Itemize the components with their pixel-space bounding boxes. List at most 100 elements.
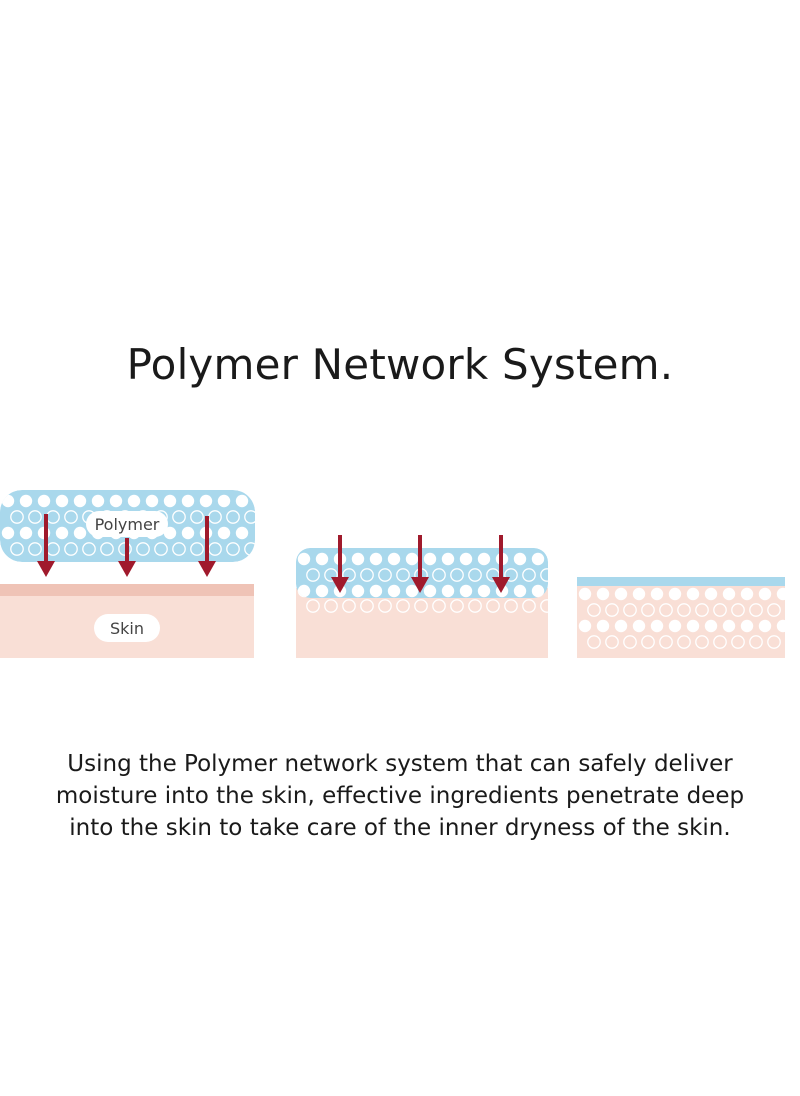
dot — [136, 542, 150, 556]
dot — [423, 584, 437, 598]
dot — [55, 494, 69, 508]
dot — [459, 584, 473, 598]
dot — [450, 568, 464, 582]
dot — [623, 603, 637, 617]
dot — [695, 603, 709, 617]
dot — [686, 619, 700, 633]
dot — [767, 603, 781, 617]
dot — [731, 603, 745, 617]
dot — [190, 542, 204, 556]
dot — [297, 584, 311, 598]
dot — [605, 635, 619, 649]
dot — [315, 584, 329, 598]
dot — [163, 526, 177, 540]
dot — [722, 587, 736, 601]
dot — [235, 494, 249, 508]
dot — [369, 584, 383, 598]
dot — [450, 599, 464, 613]
dot — [776, 619, 785, 633]
dot — [596, 619, 610, 633]
dot — [378, 599, 392, 613]
dot — [749, 635, 763, 649]
dot — [704, 587, 718, 601]
dot — [73, 494, 87, 508]
skin-layer — [296, 588, 548, 658]
stage-polymer-penetrating — [296, 535, 548, 658]
absorbed-dots — [578, 587, 785, 649]
polymer-label: Polymer — [95, 515, 160, 534]
dot — [100, 542, 114, 556]
dot — [659, 603, 673, 617]
dot — [578, 587, 592, 601]
description-line: moisture into the skin, effective ingred… — [55, 783, 745, 809]
arrows — [37, 514, 216, 577]
dot — [423, 552, 437, 566]
dot — [623, 635, 637, 649]
dot — [776, 587, 785, 601]
dot — [531, 552, 545, 566]
down-arrow-icon — [411, 535, 429, 593]
dot — [342, 599, 356, 613]
dot — [713, 635, 727, 649]
arrows — [331, 535, 510, 593]
stage-polymer-above-skin: Polymer Skin — [0, 490, 255, 658]
dot — [306, 568, 320, 582]
dot — [686, 587, 700, 601]
dot — [468, 599, 482, 613]
down-arrow-icon — [492, 535, 510, 593]
dot — [614, 587, 628, 601]
dot — [315, 552, 329, 566]
dot — [19, 526, 33, 540]
dot — [10, 510, 24, 524]
dot — [181, 494, 195, 508]
dot — [758, 619, 772, 633]
dot — [614, 619, 628, 633]
dot — [91, 494, 105, 508]
dot — [226, 542, 240, 556]
dot — [459, 552, 473, 566]
dot — [351, 552, 365, 566]
dot — [64, 510, 78, 524]
dot — [632, 587, 646, 601]
dot — [1, 526, 15, 540]
dot — [758, 587, 772, 601]
dot — [731, 635, 745, 649]
dot — [190, 510, 204, 524]
dot — [605, 603, 619, 617]
dot — [405, 552, 419, 566]
dot — [172, 542, 186, 556]
dot — [522, 568, 536, 582]
dot — [154, 542, 168, 556]
dot — [396, 568, 410, 582]
dot — [540, 599, 548, 613]
dot — [387, 552, 401, 566]
dot — [217, 526, 231, 540]
dot — [596, 587, 610, 601]
dot — [19, 494, 33, 508]
page-title: Polymer Network System. — [126, 340, 674, 389]
skin-surface — [0, 584, 254, 596]
dot — [226, 510, 240, 524]
dot — [181, 526, 195, 540]
dot — [28, 542, 42, 556]
polymer-diagram: Polymer Skin — [0, 490, 785, 658]
dot — [695, 635, 709, 649]
dot — [1, 494, 15, 508]
skin-label: Skin — [110, 619, 144, 638]
dot — [668, 587, 682, 601]
dot — [387, 584, 401, 598]
skin-label-pill — [94, 614, 160, 642]
dot — [82, 542, 96, 556]
dot — [659, 635, 673, 649]
dot — [172, 510, 186, 524]
dot — [677, 603, 691, 617]
dot — [235, 526, 249, 540]
stage-absorbed-into-skin — [577, 577, 785, 658]
dot — [531, 584, 545, 598]
dot — [217, 494, 231, 508]
down-arrow-icon — [37, 514, 55, 577]
dot — [360, 599, 374, 613]
dot — [432, 599, 446, 613]
dot — [486, 599, 500, 613]
polymer-film — [577, 577, 785, 586]
